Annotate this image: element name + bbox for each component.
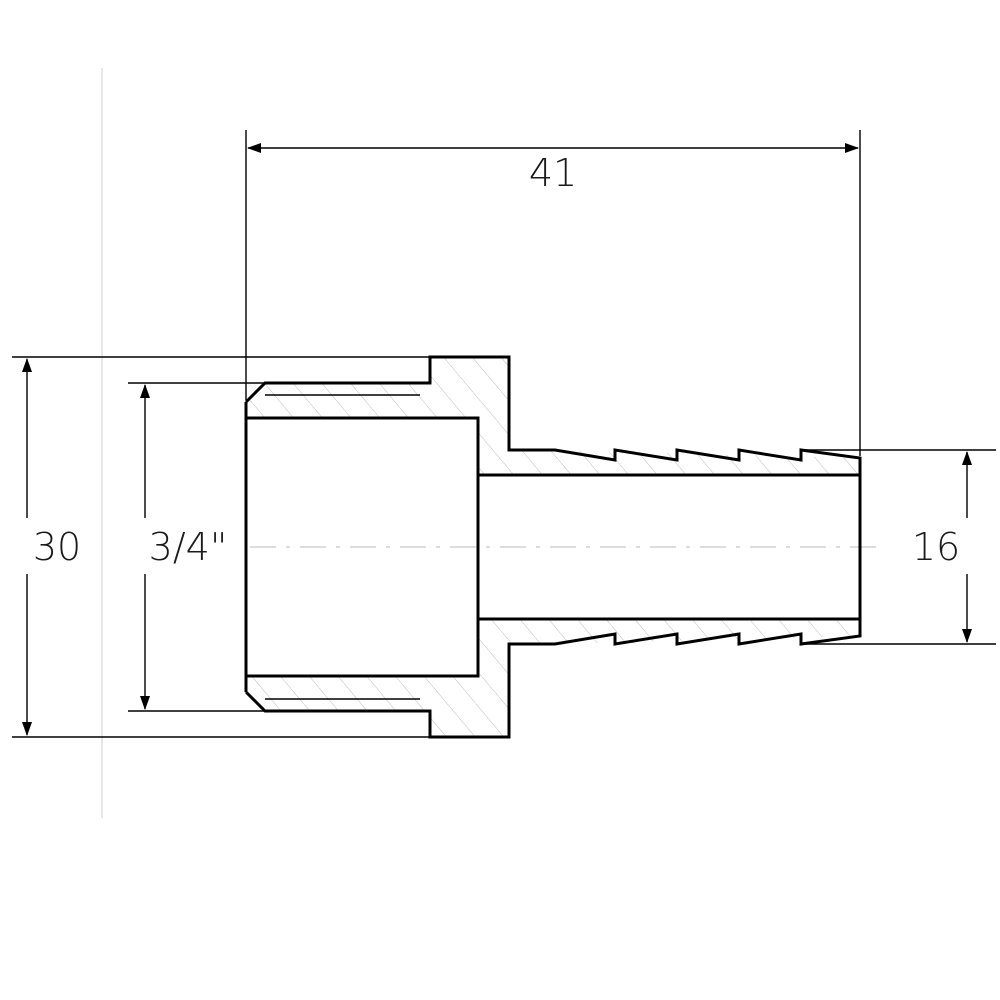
thread-bore-outline xyxy=(244,402,480,692)
hose-bore-outline xyxy=(478,473,862,621)
section-hatch-bottom xyxy=(246,619,860,737)
dimension-label-thread: 3/4" xyxy=(149,525,228,569)
dimension-label-hose: 16 xyxy=(912,525,960,569)
section-hatch-top xyxy=(246,357,860,475)
body-outline-top xyxy=(244,355,862,475)
dimension-label-outer: 30 xyxy=(33,525,81,569)
body-outline-bottom xyxy=(244,619,862,739)
dimension-label-length: 41 xyxy=(529,151,577,195)
